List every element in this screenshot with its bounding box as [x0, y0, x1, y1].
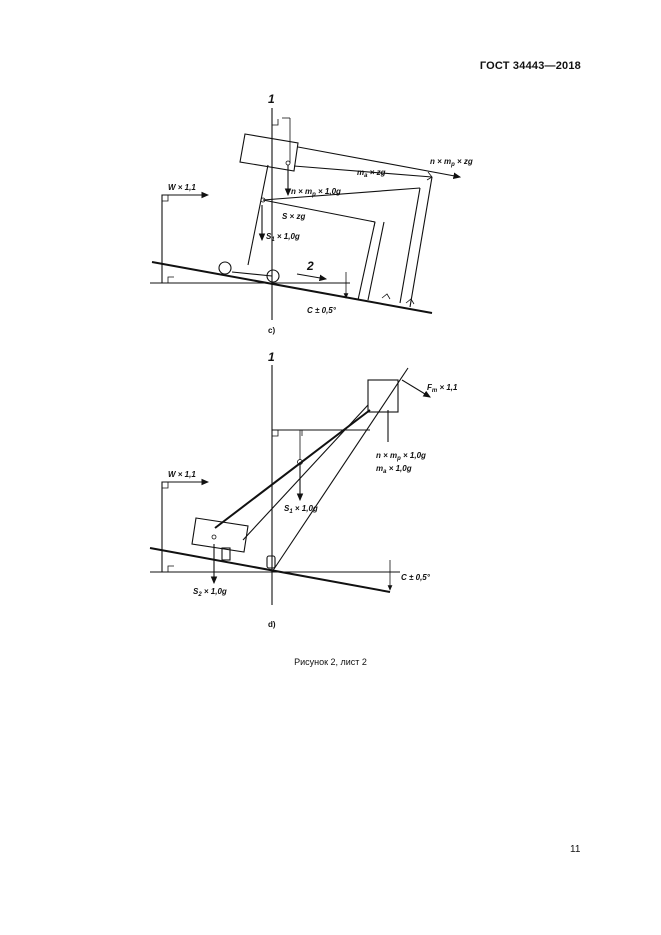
label-s2-d: S2 × 1,0g [193, 587, 227, 598]
page-number: 11 [570, 844, 581, 855]
axis-marker-c: 1 [268, 92, 275, 106]
document-code: ГОСТ 34443—2018 [479, 60, 581, 72]
label-nmp-g-d: n × mp × 1,0g [376, 451, 426, 462]
force-fm-arrow-d [401, 379, 431, 398]
label-slope-c: C ± 0,5° [307, 306, 337, 315]
wind-arrow-c [161, 191, 210, 283]
label-wind-c: W × 1,1 [168, 183, 196, 192]
wheel-front-c [266, 269, 280, 283]
mast-c [247, 164, 269, 266]
figure-caption: Рисунок 2, лист 2 [294, 657, 367, 667]
label-slope-d: C ± 0,5° [401, 573, 431, 582]
label-nmp-zg-c: n × mp × zg [430, 157, 473, 168]
label-ma-zg-c: ma × zg [357, 168, 386, 179]
panel-label-c: c) [268, 326, 275, 335]
wind-arrow-d [161, 478, 210, 572]
sloped-ground-c [151, 261, 433, 314]
boom-line-1-d [271, 367, 409, 573]
sloped-ground-d [149, 547, 391, 593]
force-line-top-c [297, 146, 462, 180]
wheel-rear-c [218, 261, 232, 275]
chassis-c [231, 271, 273, 277]
label-s-zg-c: S × zg [282, 212, 305, 221]
label-ma-g-d: ma × 1,0g [376, 464, 412, 475]
truck-body-d [191, 517, 249, 553]
direction-arrow-c [296, 273, 328, 282]
panel-d-diagram: 1 W × 1,1 Fm × 1,1 n × mp × 1,0g [149, 350, 458, 629]
arrow-marker-c: 2 [306, 259, 314, 273]
label-s1-d: S1 × 1,0g [284, 504, 318, 515]
axis-marker-d: 1 [268, 350, 275, 364]
label-s1-c: S1 × 1,0g [266, 232, 300, 243]
panel-label-d: d) [268, 620, 276, 629]
load-box-d [367, 379, 399, 413]
panel-c-diagram: 1 [150, 92, 473, 335]
force-line-mid-c [262, 199, 376, 223]
label-fm-d: Fm × 1,1 [427, 383, 458, 394]
label-nmp-g-c: n × mp × 1,0g [291, 187, 341, 198]
truck-body-c [239, 133, 299, 172]
label-wind-d: W × 1,1 [168, 470, 196, 479]
